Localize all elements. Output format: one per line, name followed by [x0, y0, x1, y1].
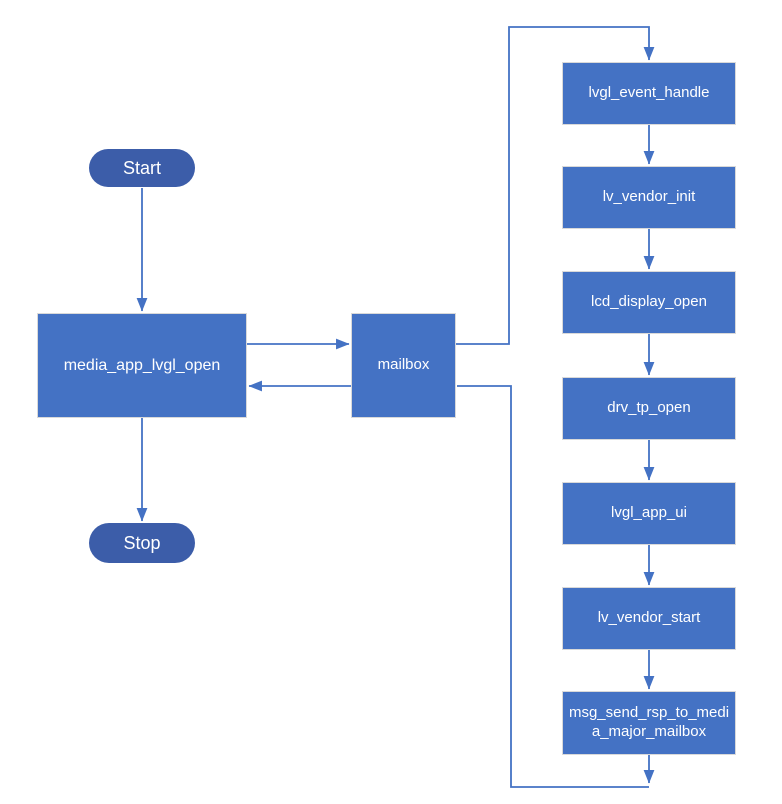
node-lv-vendor-start: lv_vendor_start [562, 587, 736, 650]
step-label: msg_send_rsp_to_media_major_mailbox [568, 704, 730, 740]
step-label: lcd_display_open [591, 293, 707, 311]
node-lvgl-event-handle: lvgl_event_handle [562, 62, 736, 125]
node-drv-tp-open: drv_tp_open [562, 377, 736, 440]
node-lcd-display-open: lcd_display_open [562, 271, 736, 334]
node-media-label: media_app_lvgl_open [63, 356, 221, 374]
node-lvgl-app-ui: lvgl_app_ui [562, 482, 736, 545]
connector-msg-return-to-mailbox [457, 385, 649, 788]
step-label: lvgl_event_handle [588, 84, 710, 102]
node-stop-label: Stop [123, 532, 161, 553]
node-media-app-lvgl-open: media_app_lvgl_open [37, 313, 247, 418]
step-label: lv_vendor_start [597, 609, 701, 627]
step-label: lv_vendor_init [602, 188, 696, 206]
connector-mailbox-to-lvgl-event-handle [456, 26, 655, 345]
node-lv-vendor-init: lv_vendor_init [562, 166, 736, 229]
node-mailbox-label: mailbox [377, 356, 430, 374]
node-mailbox: mailbox [351, 313, 456, 418]
step-label: lvgl_app_ui [611, 504, 687, 522]
step-label: drv_tp_open [607, 399, 691, 417]
node-msg-send-rsp-to-media-major-mailbox: msg_send_rsp_to_media_major_mailbox [562, 691, 736, 755]
node-stop: Stop [89, 523, 195, 563]
node-start: Start [89, 149, 195, 187]
node-start-label: Start [122, 157, 161, 178]
